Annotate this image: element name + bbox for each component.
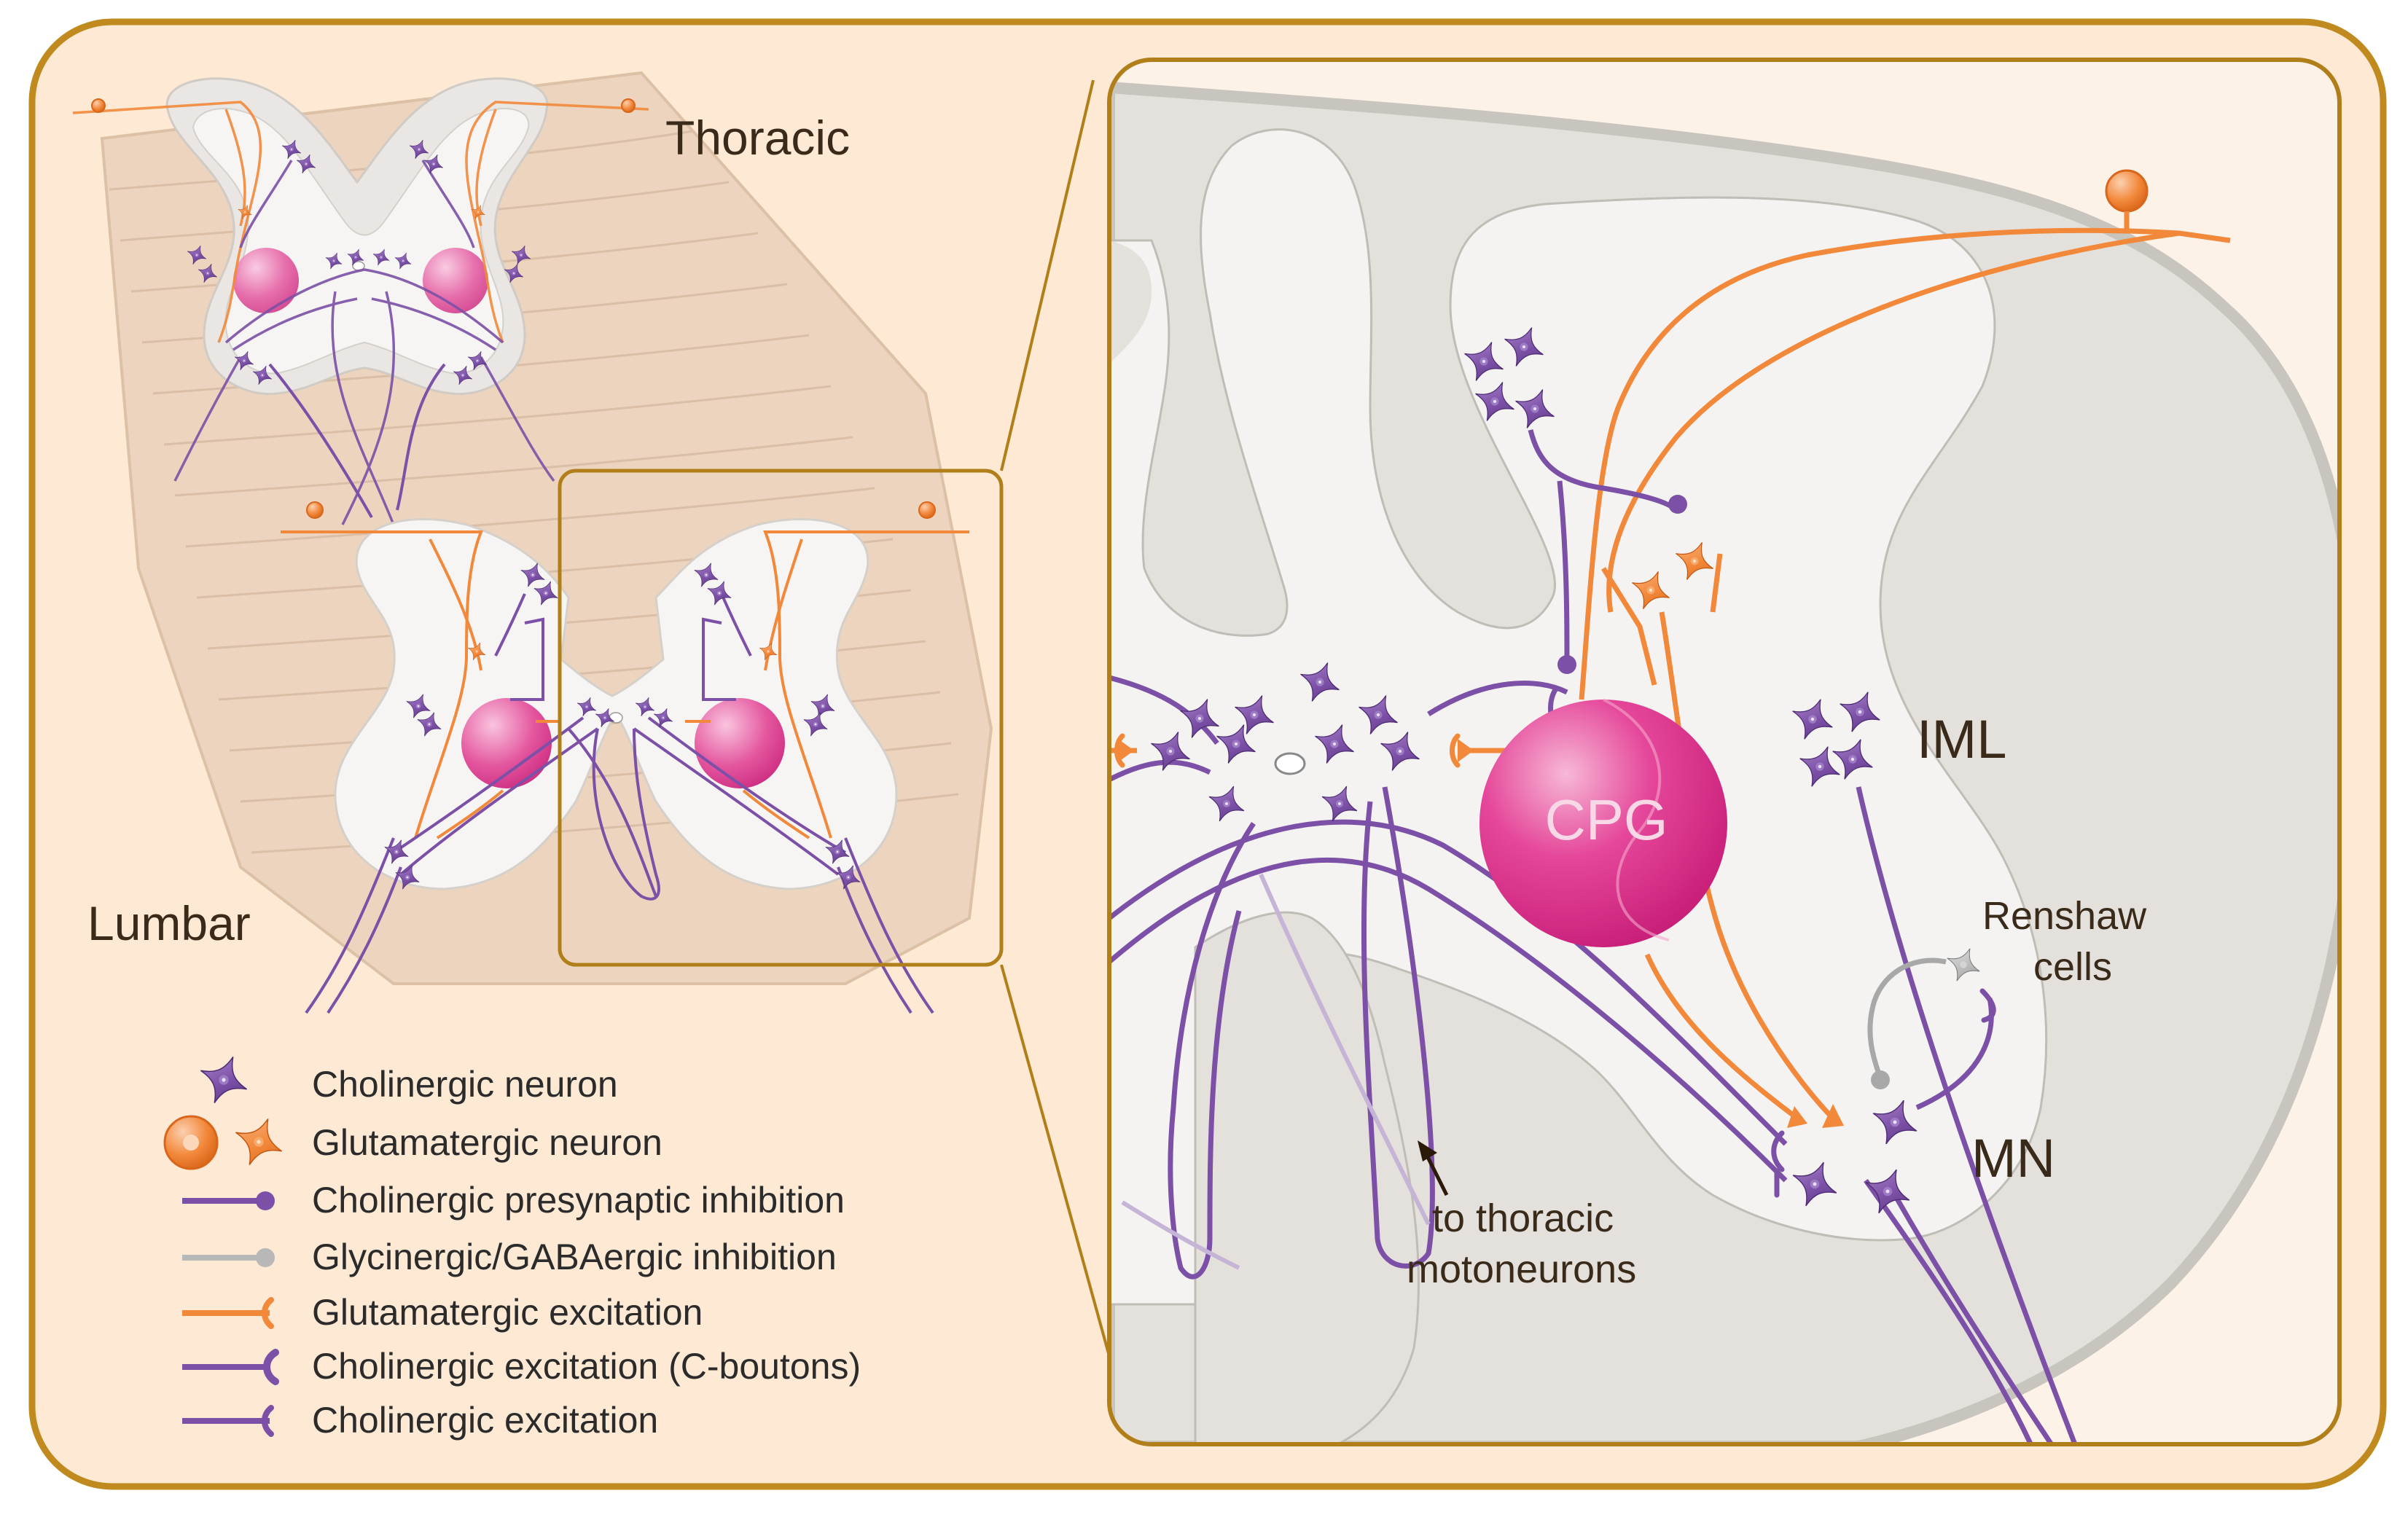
legend: Cholinergic neuron Glutamatergic neuron … (163, 1053, 861, 1441)
legend-label: Glycinergic/GABAergic inhibition (312, 1237, 837, 1277)
cpg-circle (1479, 700, 1727, 947)
lumbar-section (268, 363, 969, 1014)
label-thoracic-mn-line1: to thoracic (1432, 1196, 1614, 1240)
legend-label: Cholinergic excitation (C-boutons) (312, 1346, 861, 1387)
legend-item-c-boutons: Cholinergic excitation (C-boutons) (182, 1346, 861, 1387)
zoom-connector-top (1000, 79, 1095, 471)
label-renshaw-line2: cells (2033, 945, 2112, 989)
label-lumbar: Lumbar (87, 896, 251, 950)
glutamatergic-excitation-icon (262, 1297, 274, 1329)
legend-item-cholinergic-excitation: Cholinergic excitation (182, 1400, 658, 1441)
label-cpg: CPG (1544, 788, 1668, 852)
label-thoracic-mn-line2: motoneurons (1407, 1247, 1636, 1291)
legend-item-glutamatergic-excitation: Glutamatergic excitation (182, 1292, 703, 1333)
zoom-box (558, 469, 1004, 967)
label-thoracic: Thoracic (665, 111, 850, 165)
inset-panel (1107, 58, 2342, 1446)
legend-label: Glutamatergic neuron (312, 1122, 662, 1163)
legend-label: Cholinergic presynaptic inhibition (312, 1180, 845, 1221)
label-iml: IML (1917, 709, 2006, 769)
thoracic-section (72, 77, 649, 525)
legend-item-cholinergic-presynaptic-inhibition: Cholinergic presynaptic inhibition (182, 1180, 845, 1221)
legend-label: Glutamatergic excitation (312, 1292, 703, 1333)
label-mn: MN (1971, 1128, 2055, 1188)
presynaptic-inhibition-icon (256, 1191, 275, 1210)
c-bouton-icon (263, 1349, 279, 1385)
zoom-connector-bottom (1000, 964, 1117, 1378)
legend-label: Cholinergic neuron (312, 1064, 618, 1105)
glycinergic-inhibition-icon (256, 1248, 275, 1267)
legend-item-glutamatergic-neuron: Glutamatergic neuron (163, 1115, 662, 1170)
cholinergic-excitation-icon (262, 1405, 274, 1437)
legend-item-glycinergic-gabaergic-inhibition: Glycinergic/GABAergic inhibition (182, 1237, 837, 1277)
legend-label: Cholinergic excitation (312, 1400, 658, 1441)
label-renshaw-line1: Renshaw (1982, 894, 2147, 938)
legend-item-cholinergic-neuron: Cholinergic neuron (197, 1053, 618, 1107)
